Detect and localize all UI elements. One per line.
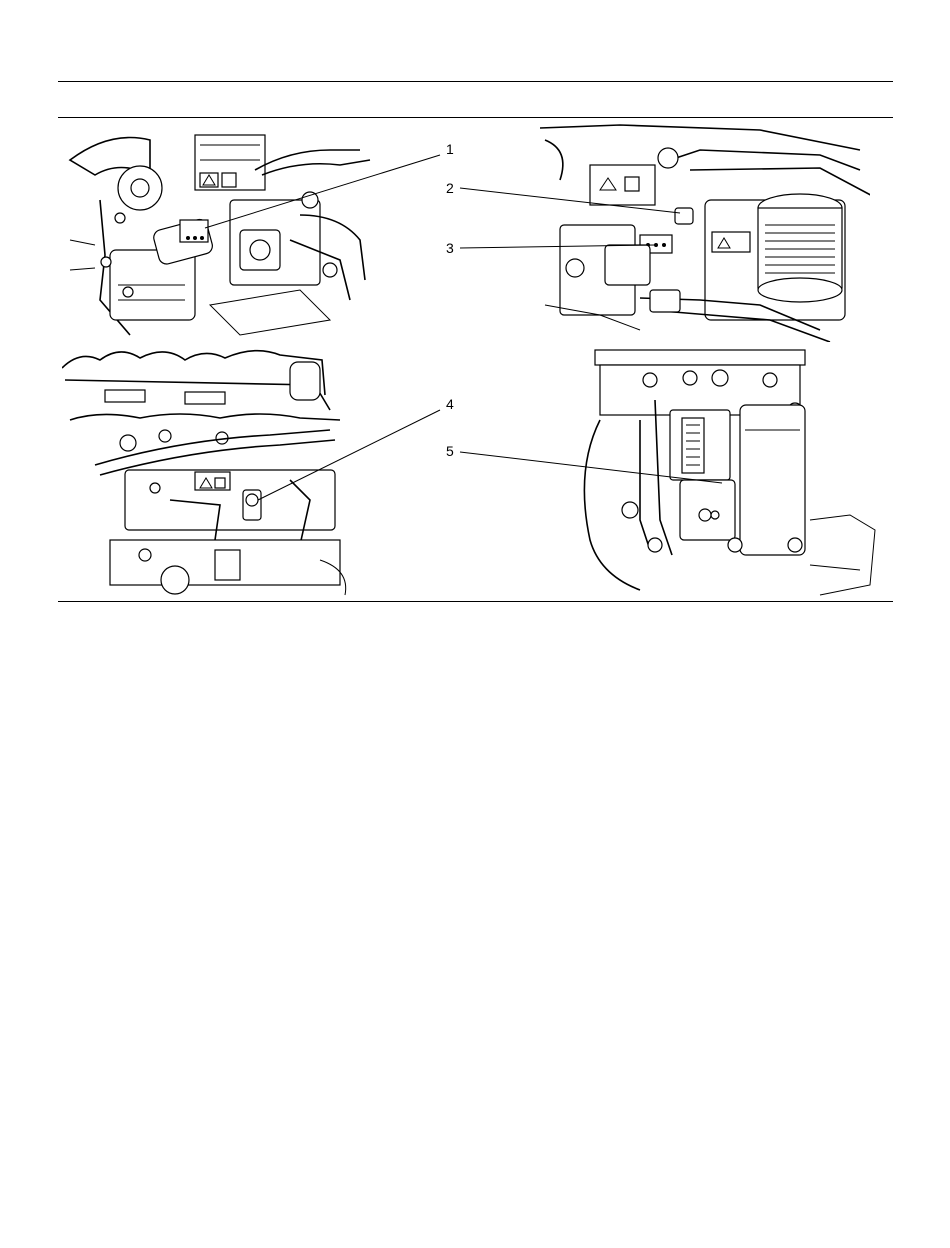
panel-top-left — [70, 135, 370, 335]
callout-5: 5 — [446, 443, 454, 459]
panel-top-right — [540, 125, 880, 342]
callout-2: 2 — [446, 180, 454, 196]
leader-4 — [258, 410, 440, 500]
engine-illustration: 1 2 3 4 5 — [0, 0, 950, 620]
callout-1: 1 — [446, 141, 454, 157]
callout-3: 3 — [446, 240, 454, 256]
panel-bottom-right — [584, 350, 875, 595]
panel-bottom-left — [62, 351, 346, 595]
callout-4: 4 — [446, 396, 454, 412]
